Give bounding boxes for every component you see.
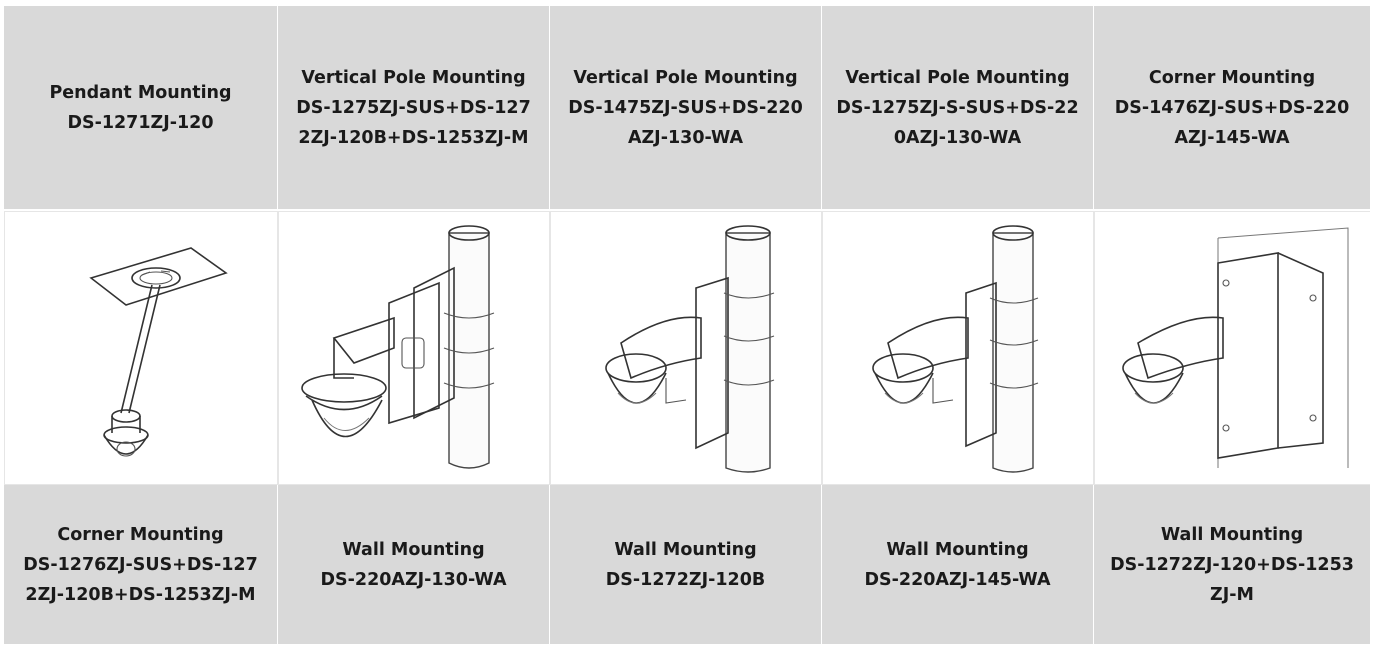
image-cell-pole-1 (278, 211, 550, 485)
pole-mount-junction-box-drawing-icon (301, 225, 495, 469)
mount-title: Pendant Mounting (49, 82, 232, 103)
mount-model: DS-1275ZJ-SUS+DS-1272ZJ-120B+DS-1253ZJ-M (296, 97, 531, 148)
mount-model: DS-1476ZJ-SUS+DS-220AZJ-145-WA (1114, 97, 1350, 148)
mount-title: Vertical Pole Mounting (573, 67, 798, 88)
pole-mount-bracket-drawing-icon (605, 225, 775, 473)
mount-title: Wall Mounting (886, 539, 1029, 560)
pole-mount-bracket-drawing-icon (872, 225, 1039, 473)
image-cell-pole-3 (822, 211, 1094, 485)
mount-model: DS-1271ZJ-120 (67, 112, 214, 133)
mount-model: DS-1276ZJ-SUS+DS-1272ZJ-120B+DS-1253ZJ-M (23, 554, 258, 605)
mount-model: DS-1475ZJ-SUS+DS-220AZJ-130-WA (568, 97, 803, 148)
mount-model: DS-220AZJ-145-WA (864, 569, 1051, 590)
mount-model: DS-220AZJ-130-WA (320, 569, 507, 590)
mount-model: DS-1275ZJ-S-SUS+DS-220AZJ-130-WA (836, 97, 1079, 148)
corner-mount-bracket-drawing-icon (1121, 227, 1348, 468)
mount-title: Wall Mounting (342, 539, 485, 560)
mount-model: DS-1272ZJ-120+DS-1253ZJ-M (1110, 554, 1354, 605)
pendant-mount-drawing-icon (89, 247, 228, 457)
mount-title: Corner Mounting (57, 524, 224, 545)
image-cell-corner (1094, 211, 1370, 485)
mount-model: DS-1272ZJ-120B (605, 569, 766, 590)
mount-title: Vertical Pole Mounting (845, 67, 1070, 88)
image-cell-pendant (4, 211, 278, 485)
mount-title: Wall Mounting (614, 539, 757, 560)
mount-title: Vertical Pole Mounting (301, 67, 526, 88)
mount-title: Wall Mounting (1160, 524, 1304, 545)
image-cell-pole-2 (550, 211, 822, 485)
mount-title: Corner Mounting (1148, 67, 1316, 88)
